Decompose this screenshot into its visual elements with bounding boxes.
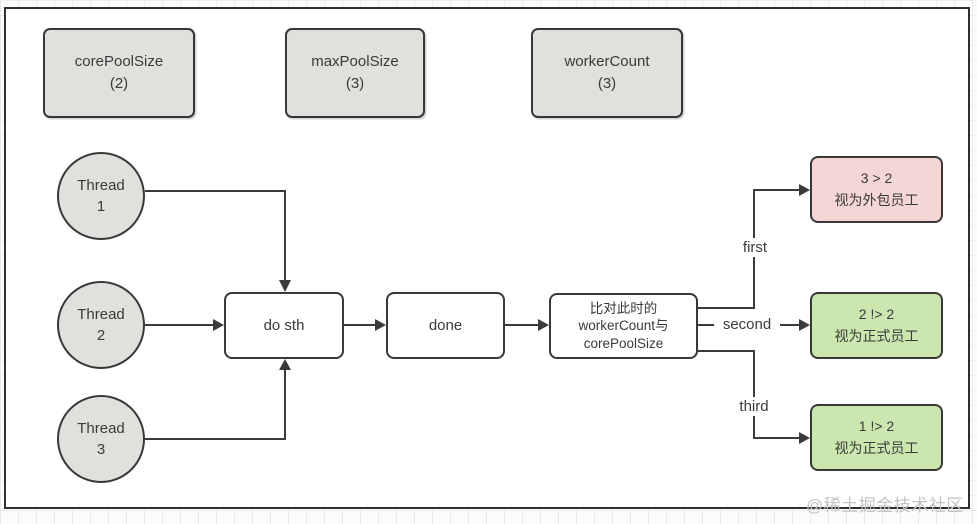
arrowhead-compare <box>538 319 549 331</box>
compare-line1: 比对此时的 <box>589 300 658 316</box>
arrow-thread3-to-dosth <box>144 370 286 440</box>
arrow-thread1-to-dosth <box>145 190 286 281</box>
arrowhead-thread1 <box>279 280 291 292</box>
arrowhead-thread3 <box>279 359 291 370</box>
result-comparison: 3 > 2 <box>860 169 893 186</box>
thread-2-circle: Thread 2 <box>57 281 145 369</box>
arrowhead-first <box>799 184 810 196</box>
thread-number: 3 <box>96 441 106 458</box>
param-box-corepoolsize: corePoolSize (2) <box>43 28 195 118</box>
thread-3-circle: Thread 3 <box>57 395 145 483</box>
result-comparison: 1 !> 2 <box>858 417 895 434</box>
arrowhead-second <box>799 319 810 331</box>
compare-box: 比对此时的 workerCount与 corePoolSize <box>549 293 698 359</box>
arrow-branch-third <box>698 350 799 439</box>
thread-name: Thread <box>77 420 125 437</box>
param-box-maxpoolsize: maxPoolSize (3) <box>285 28 425 118</box>
arrowhead-third <box>799 432 810 444</box>
do-sth-box: do sth <box>224 292 344 359</box>
branch-label-second: second <box>714 315 780 334</box>
done-box: done <box>386 292 505 359</box>
watermark: @稀土掘金技术社区 <box>806 496 964 515</box>
param-name: corePoolSize <box>74 52 164 70</box>
result-text: 视为正式员工 <box>834 327 919 344</box>
param-name: workerCount <box>564 52 650 70</box>
result-text: 视为外包员工 <box>834 191 919 208</box>
compare-line3: corePoolSize <box>583 335 664 351</box>
thread-1-circle: Thread 1 <box>57 152 145 240</box>
thread-number: 1 <box>96 198 106 215</box>
param-box-workercount: workerCount (3) <box>531 28 683 118</box>
result-box-formal-second: 2 !> 2 视为正式员工 <box>810 292 943 359</box>
arrowhead-thread2 <box>213 319 224 331</box>
branch-label-third: third <box>730 397 778 416</box>
arrowhead-done <box>375 319 386 331</box>
param-value: (2) <box>109 75 129 92</box>
result-box-formal-third: 1 !> 2 视为正式员工 <box>810 404 943 471</box>
result-box-outsourced: 3 > 2 视为外包员工 <box>810 156 943 223</box>
do-sth-label: do sth <box>263 317 305 334</box>
thread-name: Thread <box>77 306 125 323</box>
param-value: (3) <box>345 75 365 92</box>
result-comparison: 2 !> 2 <box>858 305 895 322</box>
thread-name: Thread <box>77 177 125 194</box>
branch-label-first: first <box>732 238 778 257</box>
compare-line2: workerCount与 <box>578 318 669 334</box>
param-name: maxPoolSize <box>311 52 399 70</box>
thread-number: 2 <box>96 327 106 344</box>
done-label: done <box>428 317 463 334</box>
result-text: 视为正式员工 <box>834 439 919 456</box>
param-value: (3) <box>597 75 617 92</box>
